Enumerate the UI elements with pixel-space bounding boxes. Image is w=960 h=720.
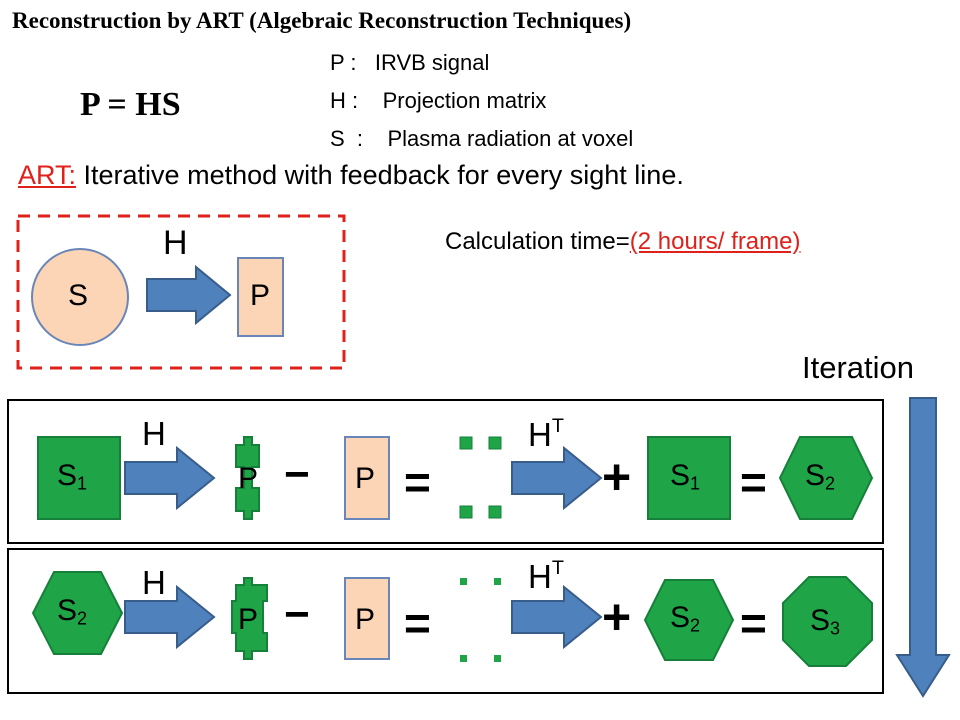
- row2-equals: =: [404, 597, 431, 649]
- row1-p-meas-box: [344, 436, 390, 520]
- formula: P = HS: [80, 86, 181, 123]
- row1-minus: −: [284, 450, 310, 499]
- row2-p-meas-box: [344, 577, 390, 660]
- row1-h-label: H: [142, 415, 166, 452]
- row1-h-arrow: [124, 445, 216, 511]
- s-circle: [31, 248, 129, 346]
- row2-p-calc-shape: [231, 577, 268, 660]
- slide-title: Reconstruction by ART (Algebraic Reconst…: [12, 8, 632, 33]
- row1-s2-hexagon: [778, 436, 874, 520]
- row1-s1-label: S1: [57, 459, 87, 495]
- basic-h-label: H: [163, 224, 188, 262]
- row2-residual-dot: [460, 655, 467, 662]
- row1-s2-letter: S: [805, 459, 826, 492]
- row2-s2-add-hexagon: [643, 579, 735, 661]
- row1-s1-add-label: S1: [670, 459, 700, 495]
- row1-equals: =: [404, 456, 431, 508]
- row1-s1-add-letter: S: [670, 459, 691, 492]
- row1-plus: +: [602, 449, 632, 505]
- iteration-label: Iteration: [802, 350, 915, 385]
- row2-s2-sub: 2: [77, 608, 88, 629]
- art-description: ART: Iterative method with feedback for …: [18, 160, 684, 191]
- row2-residual-dot: [494, 578, 501, 585]
- calc-label: Calculation time=: [445, 228, 630, 255]
- row2-s3-label: S3: [810, 604, 840, 640]
- row1-ht-arrow: [511, 445, 603, 511]
- row2-ht-letter: H: [528, 557, 552, 595]
- h-arrow: [146, 264, 232, 326]
- row1-ht-letter: H: [528, 415, 552, 453]
- def-h-symbol: H :: [330, 88, 359, 113]
- row1-s2-sub: 2: [825, 473, 836, 494]
- basic-p-label: P: [250, 279, 271, 312]
- row2-s3-letter: S: [810, 604, 831, 637]
- row1-ht-label: HT: [528, 415, 564, 454]
- row1-residual-dot: [488, 436, 502, 450]
- def-s-text: Plasma radiation at voxel: [387, 126, 634, 151]
- row2-minus: −: [284, 590, 310, 639]
- row1-p-calc-label: P: [238, 462, 259, 495]
- def-s-symbol: S :: [330, 126, 364, 151]
- art-label: ART:: [18, 160, 77, 190]
- row1-s1-square: [37, 436, 121, 520]
- def-h-text: Projection matrix: [382, 88, 547, 113]
- iteration-arrow: [895, 397, 951, 698]
- row1-p-meas-label: P: [355, 462, 376, 495]
- row1-s1-add-square: [647, 436, 731, 520]
- row2-s3-sub: 3: [830, 618, 841, 639]
- row1-s2-label: S2: [805, 459, 835, 495]
- def-p-text: IRVB signal: [374, 50, 490, 75]
- row1-p-calc-shape: [235, 436, 260, 520]
- row2-ht-arrow: [511, 584, 603, 650]
- row2-s2-add-letter: S: [670, 601, 691, 634]
- definitions: P : IRVB signal H : Projection matrix S …: [330, 44, 633, 158]
- row2-h-arrow: [124, 584, 216, 650]
- row2-ht-label: HT: [528, 557, 564, 596]
- row2-s2-label: S2: [57, 594, 87, 630]
- art-text: Iterative method with feedback for every…: [76, 160, 684, 190]
- row1-residual-dot: [459, 436, 473, 450]
- def-p-symbol: P :: [330, 50, 357, 75]
- row1-s1-add-sub: 1: [690, 473, 701, 494]
- row2-s2-letter: S: [57, 594, 78, 627]
- row1-residual-dot: [459, 505, 473, 519]
- basic-s-label: S: [68, 279, 89, 312]
- calc-value: (2 hours/ frame): [629, 228, 801, 255]
- row2-residual-dot: [460, 578, 467, 585]
- row2-residual-dot: [494, 655, 501, 662]
- row1-equals-2: =: [740, 456, 767, 508]
- row2-plus: +: [602, 589, 632, 645]
- basic-model-frame: [16, 214, 346, 370]
- row2-s2-add-sub: 2: [690, 615, 701, 636]
- row2-h-label: H: [142, 564, 166, 601]
- calculation-time: Calculation time=(2 hours/ frame): [445, 228, 800, 256]
- row1-frame: [7, 399, 884, 544]
- row1-residual-dot: [488, 505, 502, 519]
- p-box: [237, 257, 284, 337]
- row2-p-meas-label: P: [355, 603, 376, 636]
- row1-ht-sup: T: [551, 415, 564, 437]
- row2-p-calc-label: P: [238, 603, 259, 636]
- row2-ht-sup: T: [551, 557, 564, 579]
- row2-s2-hexagon: [31, 571, 124, 655]
- row2-frame: [7, 548, 884, 694]
- row2-equals-2: =: [740, 597, 767, 649]
- row1-s1-sub: 1: [77, 473, 88, 494]
- row2-s2-add-label: S2: [670, 601, 700, 637]
- row1-s1-letter: S: [57, 459, 78, 492]
- row2-s3-octagon: [782, 576, 873, 667]
